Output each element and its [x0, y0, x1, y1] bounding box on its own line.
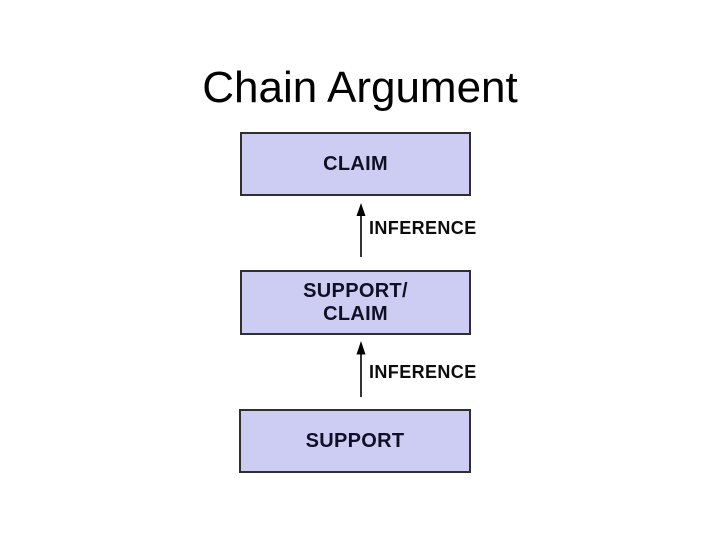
inference-label-2: INFERENCE [369, 362, 477, 382]
support-claim-box: SUPPORT/ CLAIM [240, 270, 471, 335]
inference-connector-2: INFERENCE [355, 341, 495, 397]
support-claim-box-label-line-1: SUPPORT/ [303, 279, 408, 302]
inference-label-1: INFERENCE [369, 218, 477, 238]
claim-box-label: CLAIM [323, 152, 388, 175]
slide-title: Chain Argument [202, 63, 518, 112]
support-box: SUPPORT [239, 409, 471, 473]
arrow-up-icon [356, 341, 366, 397]
arrow-up-icon [356, 203, 366, 257]
inference-connector-1: INFERENCE [355, 203, 495, 257]
claim-box: CLAIM [240, 132, 471, 196]
support-box-label: SUPPORT [305, 429, 405, 452]
support-claim-box-label-line-2: CLAIM [323, 302, 388, 325]
